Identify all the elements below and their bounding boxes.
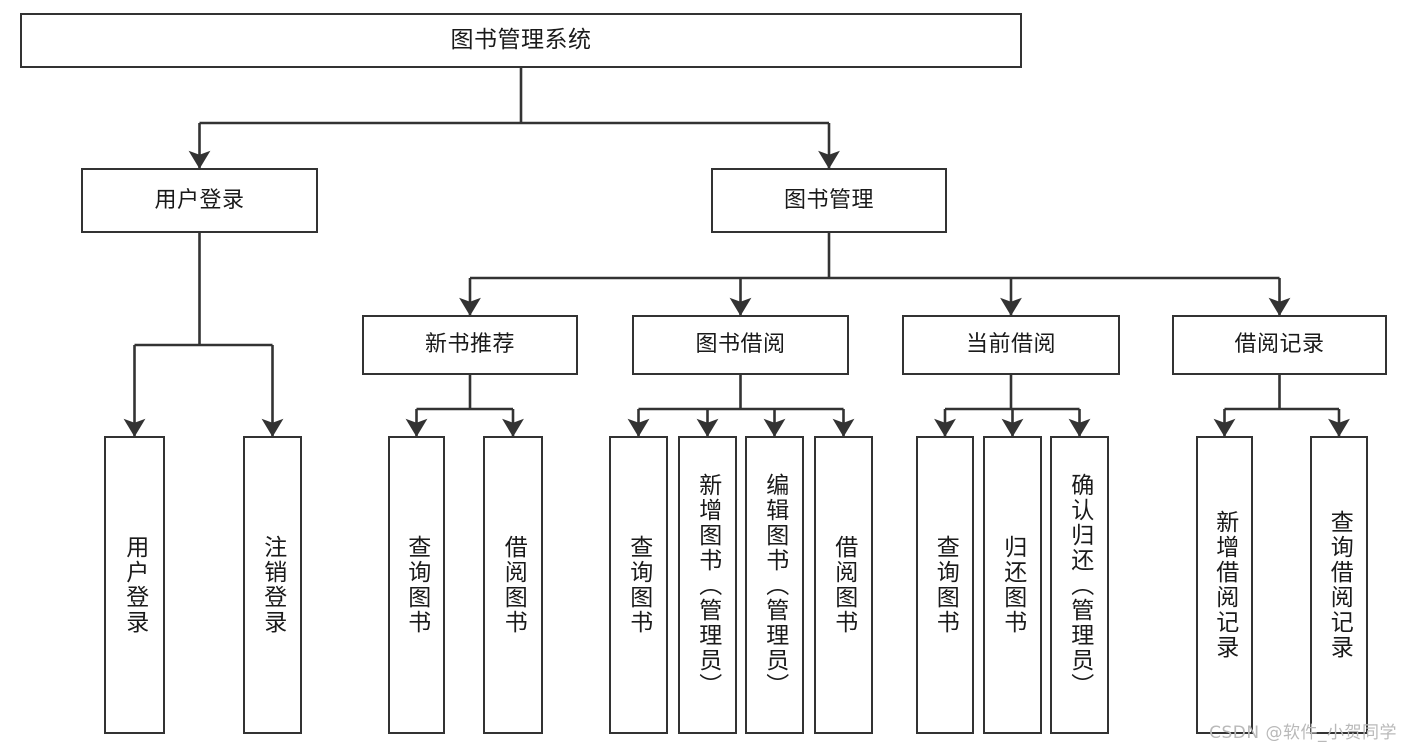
leaf-confirm-return[interactable]: 确认归还（管理员） bbox=[1050, 436, 1109, 734]
leaf-user-login[interactable]: 用户登录 bbox=[104, 436, 165, 734]
leaf-query-record[interactable]: 查询借阅记录 bbox=[1310, 436, 1368, 734]
leaf-query-book-2-label: 查询图书 bbox=[625, 535, 652, 635]
leaf-add-record-label: 新增借阅记录 bbox=[1211, 510, 1238, 660]
leaf-user-login-label: 用户登录 bbox=[121, 535, 148, 635]
node-borrow-record-label: 借阅记录 bbox=[1234, 332, 1325, 358]
leaf-logout-label: 注销登录 bbox=[259, 535, 286, 635]
node-new-book-recommend[interactable]: 新书推荐 bbox=[362, 315, 578, 375]
leaf-return-book[interactable]: 归还图书 bbox=[983, 436, 1042, 734]
node-user-login-label: 用户登录 bbox=[154, 187, 245, 213]
leaf-borrow-book-2-label: 借阅图书 bbox=[830, 535, 857, 635]
node-current-borrow-label: 当前借阅 bbox=[965, 332, 1056, 358]
leaf-confirm-return-label: 确认归还（管理员） bbox=[1066, 472, 1093, 698]
leaf-query-record-label: 查询借阅记录 bbox=[1326, 510, 1353, 660]
node-new-book-recommend-label: 新书推荐 bbox=[424, 332, 515, 358]
csdn-watermark: CSDN @软件_小贺同学 bbox=[1209, 723, 1397, 743]
node-current-borrow[interactable]: 当前借阅 bbox=[902, 315, 1120, 375]
leaf-query-book-1-label: 查询图书 bbox=[403, 535, 430, 635]
leaf-query-book-2[interactable]: 查询图书 bbox=[609, 436, 668, 734]
leaf-return-book-label: 归还图书 bbox=[999, 535, 1026, 635]
leaf-borrow-book-1[interactable]: 借阅图书 bbox=[483, 436, 543, 734]
leaf-logout[interactable]: 注销登录 bbox=[243, 436, 302, 734]
leaf-query-book-1[interactable]: 查询图书 bbox=[388, 436, 445, 734]
leaf-query-book-3[interactable]: 查询图书 bbox=[916, 436, 974, 734]
leaf-add-book-label: 新增图书（管理员） bbox=[694, 472, 721, 698]
leaf-edit-book-label: 编辑图书（管理员） bbox=[761, 472, 788, 698]
leaf-query-book-3-label: 查询图书 bbox=[932, 535, 959, 635]
node-borrow-record[interactable]: 借阅记录 bbox=[1172, 315, 1387, 375]
node-book-borrow[interactable]: 图书借阅 bbox=[632, 315, 849, 375]
leaf-edit-book[interactable]: 编辑图书（管理员） bbox=[745, 436, 804, 734]
node-book-manage[interactable]: 图书管理 bbox=[711, 168, 947, 233]
leaf-borrow-book-2[interactable]: 借阅图书 bbox=[814, 436, 873, 734]
node-root-label: 图书管理系统 bbox=[450, 26, 592, 53]
node-book-manage-label: 图书管理 bbox=[783, 187, 874, 213]
leaf-add-book[interactable]: 新增图书（管理员） bbox=[678, 436, 737, 734]
node-user-login[interactable]: 用户登录 bbox=[81, 168, 318, 233]
node-root[interactable]: 图书管理系统 bbox=[20, 13, 1022, 68]
leaf-borrow-book-1-label: 借阅图书 bbox=[500, 535, 527, 635]
node-book-borrow-label: 图书借阅 bbox=[695, 332, 786, 358]
leaf-add-record[interactable]: 新增借阅记录 bbox=[1196, 436, 1253, 734]
